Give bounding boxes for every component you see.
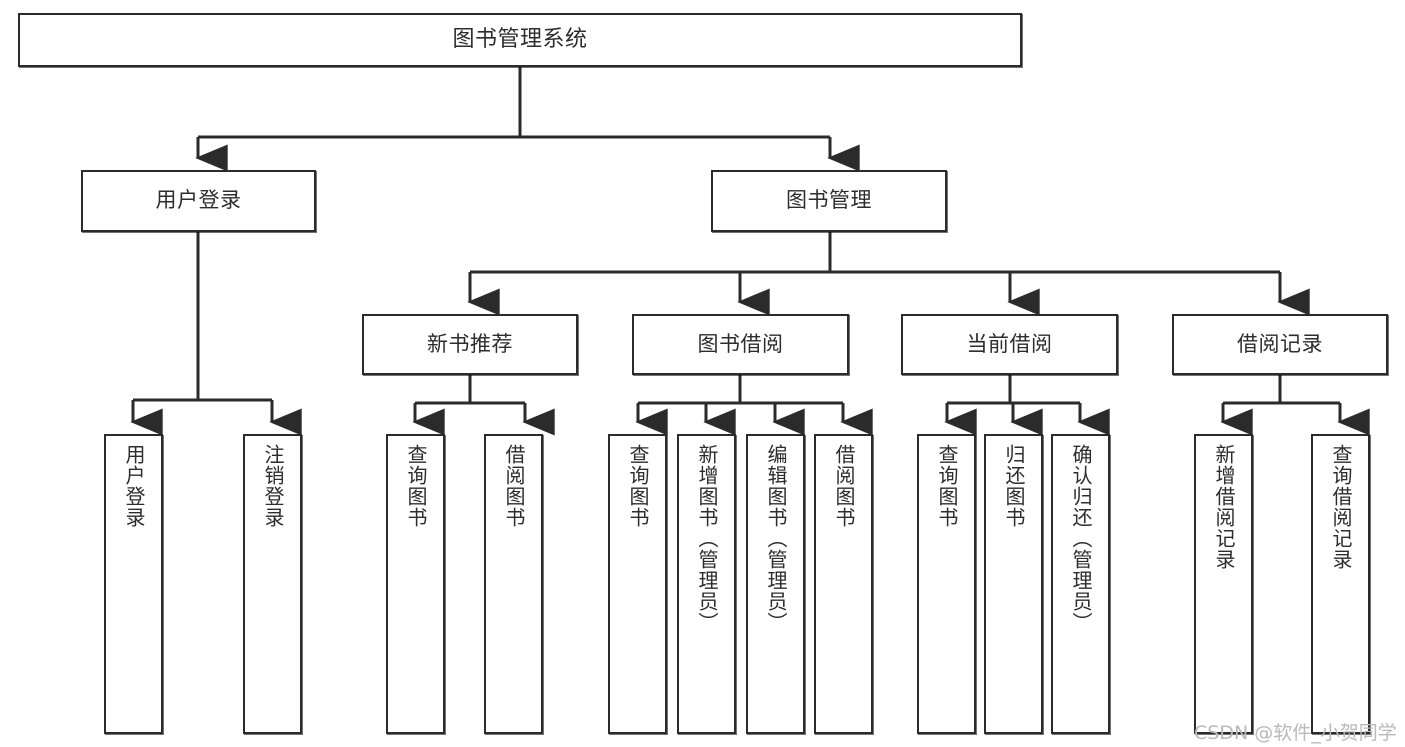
node-label: 当前借阅: [966, 331, 1053, 356]
node-leaf-return-book[interactable]: 归还图书: [984, 434, 1043, 734]
node-current-borrow[interactable]: 当前借阅: [901, 314, 1118, 375]
node-leaf-user-login[interactable]: 用户登录: [104, 434, 163, 734]
node-label: 新增图书（管理员）: [695, 444, 719, 633]
node-label: 借阅记录: [1237, 331, 1323, 356]
node-leaf-edit-book-admin[interactable]: 编辑图书（管理员）: [746, 434, 805, 734]
node-leaf-logout-login[interactable]: 注销登录: [243, 434, 302, 734]
node-label: 用户登录: [122, 444, 146, 528]
node-leaf-borrow-book-2[interactable]: 借阅图书: [814, 434, 873, 734]
node-user-login[interactable]: 用户登录: [81, 170, 316, 232]
node-label: 查询借阅记录: [1329, 444, 1353, 570]
node-label: 编辑图书（管理员）: [764, 444, 788, 633]
node-label: 图书管理: [786, 188, 872, 213]
node-book-manage[interactable]: 图书管理: [711, 170, 947, 232]
node-label: 借阅图书: [832, 444, 856, 528]
node-leaf-query-borrow-record[interactable]: 查询借阅记录: [1311, 434, 1370, 734]
node-label: 新书推荐: [427, 331, 513, 356]
node-leaf-query-book-1[interactable]: 查询图书: [386, 434, 445, 734]
node-leaf-query-book-3[interactable]: 查询图书: [917, 434, 976, 734]
node-leaf-add-borrow-record[interactable]: 新增借阅记录: [1194, 434, 1253, 734]
node-leaf-add-book-admin[interactable]: 新增图书（管理员）: [677, 434, 736, 734]
node-label: 确认归还（管理员）: [1069, 444, 1093, 633]
node-label: 图书借阅: [697, 331, 784, 356]
node-label: 新增借阅记录: [1212, 444, 1236, 570]
node-label: 借阅图书: [502, 444, 526, 528]
node-leaf-borrow-book-1[interactable]: 借阅图书: [484, 434, 543, 734]
node-label: 查询图书: [626, 444, 650, 528]
node-label: 归还图书: [1002, 444, 1026, 528]
node-label: 注销登录: [261, 444, 285, 528]
node-leaf-query-book-2[interactable]: 查询图书: [608, 434, 667, 734]
node-leaf-confirm-return-admin[interactable]: 确认归还（管理员）: [1051, 434, 1110, 734]
node-root-system[interactable]: 图书管理系统: [18, 13, 1022, 67]
csdn-watermark: CSDN @软件_小贺同学: [1194, 722, 1397, 744]
node-book-borrow[interactable]: 图书借阅: [632, 314, 849, 375]
node-borrow-record[interactable]: 借阅记录: [1172, 314, 1388, 375]
node-new-book-recommend[interactable]: 新书推荐: [362, 314, 578, 375]
node-label: 图书管理系统: [452, 26, 588, 52]
node-label: 查询图书: [935, 444, 959, 528]
node-label: 用户登录: [155, 188, 242, 213]
node-label: 查询图书: [404, 444, 428, 528]
